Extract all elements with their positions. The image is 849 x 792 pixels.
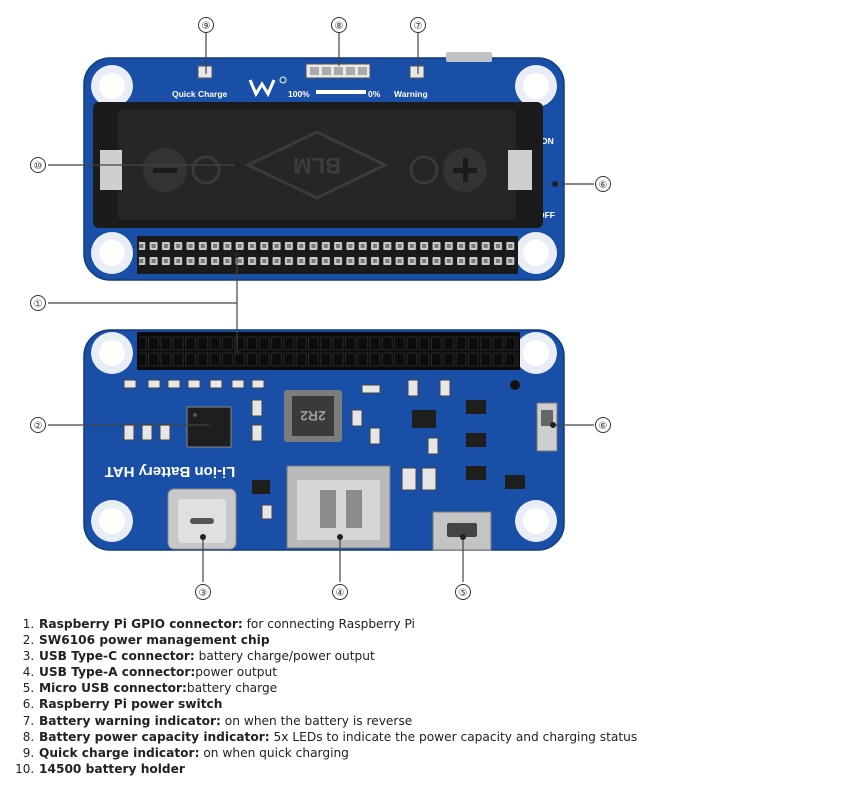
transistors bbox=[252, 400, 525, 494]
callout-4-text: ④ bbox=[336, 588, 345, 599]
item-desc: power output bbox=[195, 665, 278, 680]
item-desc: battery charge/power output bbox=[194, 649, 375, 664]
item-label: Battery power capacity indicator: bbox=[39, 729, 270, 744]
callout-2-text: ② bbox=[34, 421, 43, 432]
callout-6b-text: ⑥ bbox=[599, 421, 608, 432]
list-item: Raspberry Pi GPIO connector: for connect… bbox=[38, 616, 849, 632]
callout-7-text: ⑦ bbox=[414, 21, 423, 32]
led-row bbox=[197, 63, 425, 94]
callout-8: ⑧ bbox=[331, 17, 347, 33]
callout-6b: ⑥ bbox=[595, 417, 611, 433]
inductor: 2R2 bbox=[284, 390, 342, 442]
item-desc: on when the battery is reverse bbox=[220, 713, 413, 728]
power-switch bbox=[536, 402, 558, 452]
callout-10: ⑩ bbox=[30, 157, 46, 173]
list-item: USB Type-C connector: battery charge/pow… bbox=[38, 648, 849, 664]
top-board: Quick Charge 100% 0% Warning ON OFF BLM bbox=[83, 52, 565, 281]
callout-1: ① bbox=[30, 295, 46, 311]
callout-6a: ⑥ bbox=[595, 176, 611, 192]
pct-full-label: 100% bbox=[288, 89, 310, 99]
callout-10-text: ⑩ bbox=[34, 161, 43, 172]
callout-9: ⑨ bbox=[198, 17, 214, 33]
item-label: SW6106 power management chip bbox=[39, 633, 270, 648]
callout-7: ⑦ bbox=[410, 17, 426, 33]
item-desc: for connecting Raspberry Pi bbox=[242, 617, 415, 631]
callout-5: ⑤ bbox=[455, 584, 471, 600]
quick-charge-label: Quick Charge bbox=[172, 89, 228, 99]
component-list: Raspberry Pi GPIO connector: for connect… bbox=[0, 616, 849, 777]
item-desc: on when quick charging bbox=[199, 745, 349, 760]
item-label: Micro USB connector: bbox=[39, 681, 187, 696]
callout-3: ③ bbox=[195, 584, 211, 600]
callout-4: ④ bbox=[332, 584, 348, 600]
item-label: USB Type-A connector: bbox=[39, 665, 196, 680]
mounting-holes-top bbox=[91, 65, 557, 274]
list-item: Micro USB connector:battery charge bbox=[38, 680, 849, 696]
item-label: 14500 battery holder bbox=[39, 761, 185, 776]
item-desc: 5x LEDs to indicate the power capacity a… bbox=[269, 729, 638, 744]
passive-components bbox=[123, 379, 451, 520]
switch-on-label: ON bbox=[541, 136, 554, 146]
bottom-board: 2R2 Li-ion Battery HAT bbox=[83, 329, 565, 551]
callout-1-text: ① bbox=[34, 299, 43, 310]
micro-usb-connector bbox=[432, 511, 492, 551]
callout-3-text: ③ bbox=[199, 588, 208, 599]
usb-a-connector bbox=[286, 465, 391, 549]
inductor-label: 2R2 bbox=[300, 408, 326, 424]
holder-mark: BLM bbox=[293, 153, 341, 178]
switch-off-label: OFF bbox=[538, 210, 555, 220]
list-item: USB Type-A connector:power output bbox=[38, 664, 849, 680]
product-diagram: Quick Charge 100% 0% Warning ON OFF BLM bbox=[30, 17, 611, 600]
warning-label: Warning bbox=[394, 89, 428, 99]
board-title: Li-ion Battery HAT bbox=[105, 463, 236, 480]
item-label: Raspberry Pi GPIO connector: bbox=[39, 617, 243, 631]
list-item: 14500 battery holder bbox=[38, 761, 849, 777]
list-item: Quick charge indicator: on when quick ch… bbox=[38, 745, 849, 761]
callout-leaders bbox=[48, 33, 594, 582]
callout-9-text: ⑨ bbox=[202, 21, 211, 32]
list-item: SW6106 power management chip bbox=[38, 632, 849, 648]
callout-8-text: ⑧ bbox=[335, 21, 344, 32]
item-label: Battery warning indicator: bbox=[39, 713, 221, 728]
pct-empty-label: 0% bbox=[368, 89, 381, 99]
callout-5-text: ⑤ bbox=[459, 588, 468, 599]
list-item: Raspberry Pi power switch bbox=[38, 696, 849, 712]
callout-2: ② bbox=[30, 417, 46, 433]
item-desc: battery charge bbox=[186, 681, 278, 696]
callout-dots bbox=[200, 162, 558, 540]
list-item: Battery warning indicator: on when the b… bbox=[38, 713, 849, 729]
sw6106-chip bbox=[186, 406, 232, 448]
callout-6a-text: ⑥ bbox=[599, 180, 608, 191]
mounting-holes-bottom bbox=[91, 332, 557, 542]
usb-c-connector bbox=[167, 488, 237, 550]
item-label: Raspberry Pi power switch bbox=[39, 697, 223, 712]
list-item: Battery power capacity indicator: 5x LED… bbox=[38, 729, 849, 745]
callout-numbers: ⑨ ⑧ ⑦ ⑩ ⑥ ① ② ⑥ bbox=[30, 17, 611, 600]
waveshare-logo-icon bbox=[248, 76, 287, 98]
item-label: USB Type-C connector: bbox=[39, 649, 195, 664]
battery-holder: BLM bbox=[93, 102, 543, 228]
item-label: Quick charge indicator: bbox=[39, 745, 200, 760]
